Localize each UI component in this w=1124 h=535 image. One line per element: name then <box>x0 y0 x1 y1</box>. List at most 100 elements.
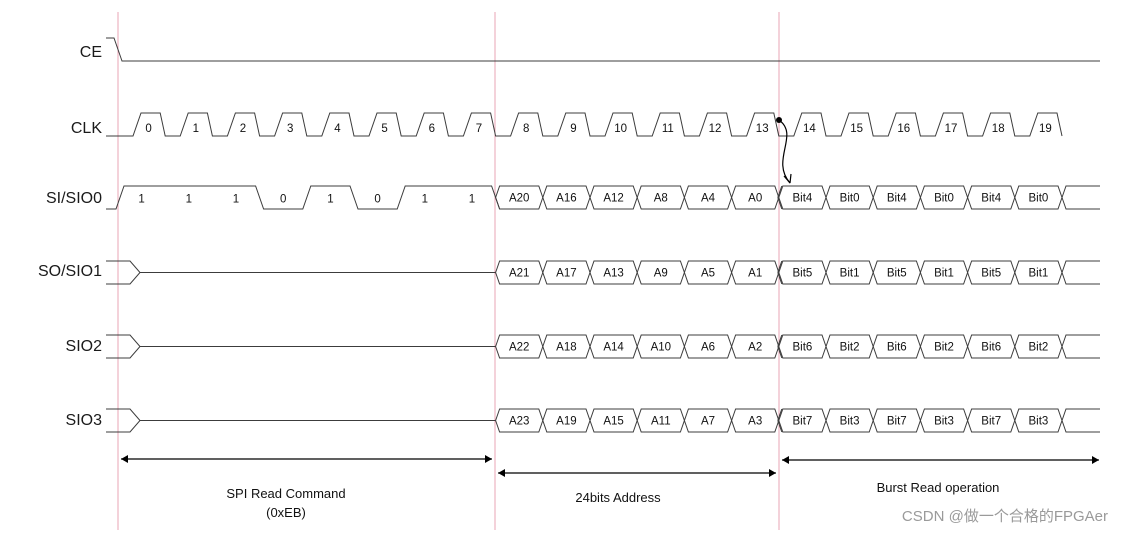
phase-arrow-command-right-head <box>485 455 492 463</box>
data-label: Bit0 <box>1028 193 1048 205</box>
clk-cycle-label: 16 <box>897 123 910 135</box>
data-label: Bit0 <box>840 193 860 205</box>
address-label: A3 <box>748 416 762 428</box>
clk-trace <box>106 112 1063 137</box>
phase-guides <box>117 12 780 530</box>
data-label: Bit3 <box>1028 416 1048 428</box>
turnaround-mark <box>777 334 783 359</box>
address-label: A6 <box>701 342 715 354</box>
data-label: Bit4 <box>792 193 812 205</box>
address-label: A5 <box>701 268 715 280</box>
clk-cycle-label: 19 <box>1039 123 1052 135</box>
idle-trace <box>106 334 496 359</box>
phase-arrows <box>121 455 1099 477</box>
command-bit: 1 <box>327 194 333 206</box>
phase-arrow-address-left-head <box>498 469 505 477</box>
data-label: Bit5 <box>792 268 812 280</box>
idle-trace <box>106 408 496 433</box>
address-label: A14 <box>603 342 624 354</box>
address-label: A13 <box>603 268 623 280</box>
clk-cycle-label: 10 <box>614 123 627 135</box>
watermark-text: CSDN @做一个合格的FPGAer <box>902 508 1108 525</box>
signal-label-ce: CE <box>80 44 102 61</box>
address-label: A15 <box>603 416 623 428</box>
data-label: Bit3 <box>934 416 954 428</box>
turnaround-mark <box>777 185 783 210</box>
data-label: Bit5 <box>981 268 1001 280</box>
clk-to-data-arrow <box>776 117 792 184</box>
address-label: A2 <box>748 342 762 354</box>
clk-cycle-label: 14 <box>803 123 816 135</box>
idle-trace <box>106 260 496 285</box>
data-label: Bit1 <box>1028 268 1048 280</box>
clk-cycle-label: 0 <box>145 123 151 135</box>
data-label: Bit4 <box>981 193 1001 205</box>
data-label: Bit1 <box>840 268 860 280</box>
phase-arrow-command-left-head <box>121 455 128 463</box>
clk-cycle-label: 15 <box>850 123 863 135</box>
data-label: Bit4 <box>887 193 907 205</box>
clk-cycle-label: 11 <box>662 123 674 135</box>
trailing-cell <box>1061 408 1100 433</box>
arrow-head <box>783 173 792 184</box>
address-label: A9 <box>654 268 668 280</box>
phase-label-command-line2: (0xEB) <box>266 505 306 520</box>
address-label: A20 <box>509 193 529 205</box>
address-label: A17 <box>556 268 576 280</box>
phase-arrow-burst-right-head <box>1092 456 1099 464</box>
lane-sio2: A22 A18 A14 A10 A6 A2 Bit6 Bit2 Bit6 Bit2 Bit6 Bit2 <box>106 334 1100 359</box>
clk-cycle-label: 12 <box>709 123 722 135</box>
data-label: Bit2 <box>1028 342 1048 354</box>
clk-cycle-label: 8 <box>523 123 529 135</box>
clk-cycle-label: 3 <box>287 123 293 135</box>
signal-label-so-sio1: SO/SIO1 <box>38 263 102 280</box>
data-label: Bit6 <box>887 342 907 354</box>
address-label: A1 <box>748 268 762 280</box>
command-bit: 0 <box>374 194 380 206</box>
phase-arrow-address-right-head <box>769 469 776 477</box>
data-label: Bit2 <box>934 342 954 354</box>
phase-label-burst: Burst Read operation <box>877 480 1000 495</box>
address-label: A11 <box>651 416 671 428</box>
data-label: Bit7 <box>887 416 907 428</box>
signal-labels: CE CLK SI/SIO0 SO/SIO1 SIO2 SIO3 <box>38 44 102 429</box>
trailing-cell <box>1061 185 1100 210</box>
command-bit: 1 <box>469 194 475 206</box>
address-label: A10 <box>651 342 671 354</box>
address-label: A7 <box>701 416 715 428</box>
clk-cycle-label: 2 <box>240 123 246 135</box>
clk-cycle-label: 5 <box>381 123 387 135</box>
trailing-cell <box>1061 334 1100 359</box>
data-label: Bit2 <box>840 342 860 354</box>
turnaround-mark <box>777 260 783 285</box>
clk-cycle-label: 1 <box>193 123 199 135</box>
address-label: A4 <box>701 193 716 205</box>
data-label: Bit3 <box>840 416 860 428</box>
data-label: Bit5 <box>887 268 907 280</box>
data-label: Bit7 <box>792 416 812 428</box>
data-label: Bit1 <box>934 268 954 280</box>
address-label: A23 <box>509 416 529 428</box>
data-label: Bit6 <box>792 342 812 354</box>
data-label: Bit7 <box>981 416 1001 428</box>
ce-waveform <box>106 37 1100 62</box>
address-label: A19 <box>556 416 576 428</box>
address-label: A8 <box>654 193 668 205</box>
command-bit: 1 <box>138 194 144 206</box>
data-label: Bit6 <box>981 342 1001 354</box>
address-label: A18 <box>556 342 576 354</box>
address-label: A22 <box>509 342 529 354</box>
signal-label-sio3: SIO3 <box>66 412 103 429</box>
turnaround-mark <box>777 408 783 433</box>
address-label: A12 <box>603 193 623 205</box>
clk-cycle-label: 6 <box>429 123 435 135</box>
clk-cycle-label: 7 <box>476 123 482 135</box>
lane-so-sio1: A21 A17 A13 A9 A5 A1 Bit5 Bit1 Bit5 Bit1 Bit5 Bit1 <box>106 260 1100 285</box>
address-label: A21 <box>509 268 529 280</box>
clk-cycle-label: 9 <box>570 123 576 135</box>
command-bit: 0 <box>280 194 286 206</box>
